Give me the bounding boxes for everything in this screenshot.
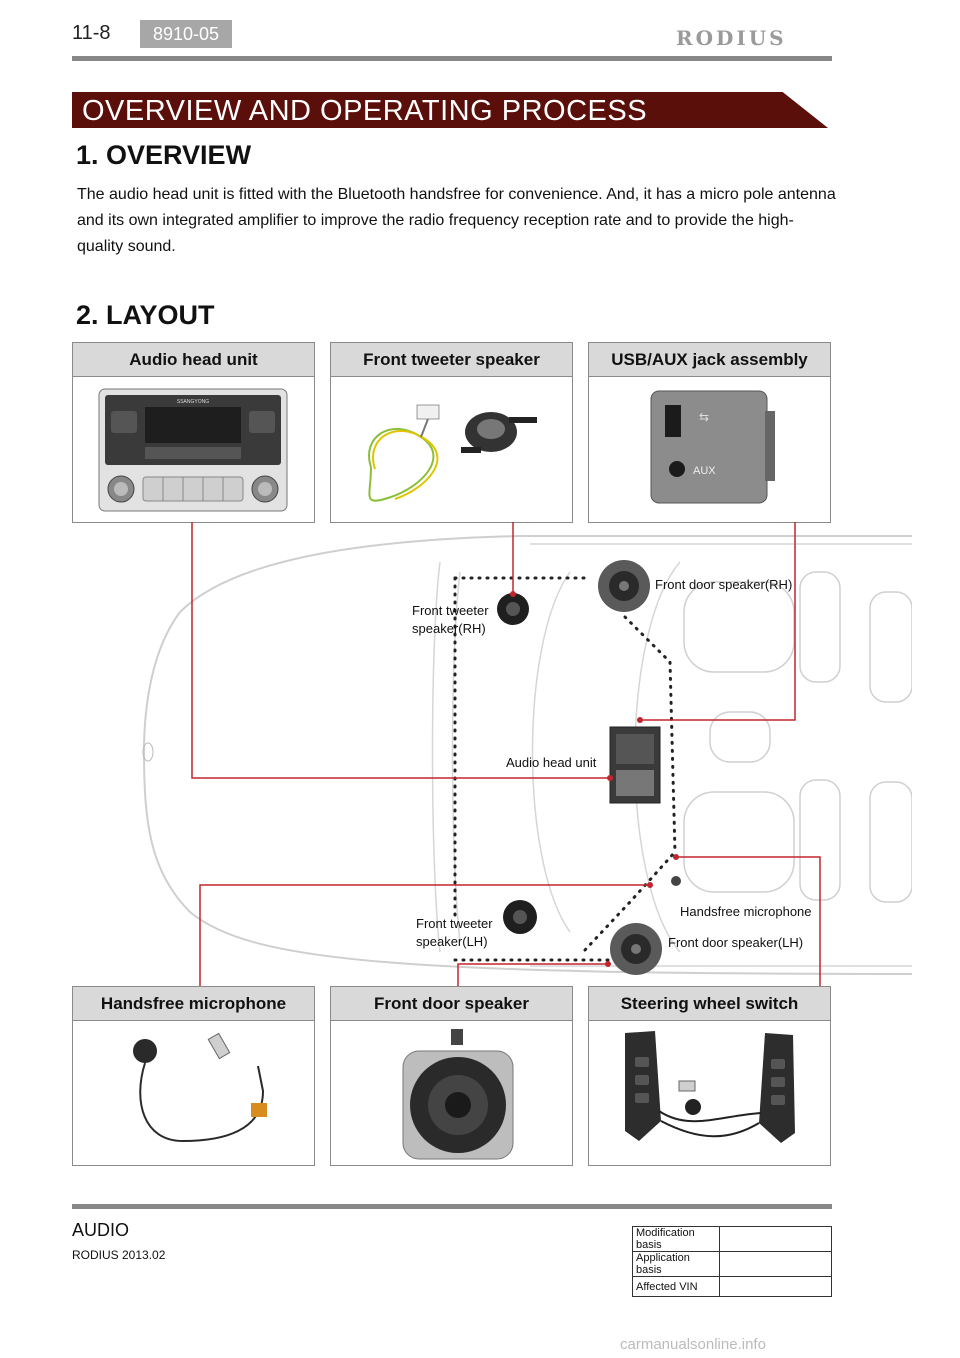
- card-title: Handsfree microphone: [73, 987, 314, 1021]
- card-title: Steering wheel switch: [589, 987, 830, 1021]
- card-title: Front door speaker: [331, 987, 572, 1021]
- overview-paragraph: The audio head unit is fitted with the B…: [77, 186, 836, 255]
- table-cell-label: Affected VIN: [632, 1276, 720, 1297]
- callout-front-tweeter-rh-line2: speaker(RH): [412, 621, 486, 636]
- card-title: Audio head unit: [73, 343, 314, 377]
- front-tweeter-image: [331, 377, 572, 522]
- table-cell-value: [719, 1276, 832, 1297]
- usb-aux-label-text: AUX: [693, 465, 716, 477]
- tweeter-lh-graphic: [503, 900, 537, 934]
- front-door-speaker-image: [331, 1021, 572, 1165]
- brand-logo: RODIUS: [676, 26, 787, 50]
- audio-head-unit-image: SSANGYONG: [73, 377, 314, 522]
- card-front-tweeter-speaker: Front tweeter speaker: [330, 342, 573, 523]
- table-cell-label: Application basis: [632, 1251, 720, 1277]
- table-row: Modification basis: [632, 1226, 832, 1252]
- card-audio-head-unit: Audio head unit SSANGYONG: [72, 342, 315, 523]
- vehicle-layout-diagram: [142, 522, 912, 987]
- card-title: USB/AUX jack assembly: [589, 343, 830, 377]
- card-front-door-speaker: Front door speaker: [330, 986, 573, 1166]
- callout-handsfree-microphone: Handsfree microphone: [680, 904, 812, 919]
- section-banner: OVERVIEW AND OPERATING PROCESS: [72, 92, 828, 128]
- overview-heading: 1. OVERVIEW: [76, 140, 252, 170]
- section-code-badge: 8910-05: [140, 20, 232, 48]
- page-number: 11-8: [72, 22, 111, 44]
- callout-front-tweeter-lh-line1: Front tweeter: [416, 916, 493, 931]
- steering-wheel-switch-image: [589, 1021, 830, 1165]
- footer-document-version: RODIUS 2013.02: [72, 1248, 166, 1262]
- radio-brand-text: SSANGYONG: [177, 399, 209, 405]
- bottom-divider: [72, 1204, 832, 1209]
- handsfree-microphone-image: [73, 1021, 314, 1165]
- top-divider: [72, 56, 832, 61]
- svg-text:⇆: ⇆: [699, 410, 709, 424]
- callout-audio-head-unit: Audio head unit: [506, 755, 597, 770]
- door-speaker-lh-graphic: [610, 923, 662, 975]
- callout-front-tweeter-rh-line1: Front tweeter: [412, 603, 489, 618]
- table-cell-value: [719, 1251, 832, 1277]
- callout-front-door-speaker-lh: Front door speaker(LH): [668, 935, 804, 950]
- audio-unit-graphic: [609, 726, 661, 804]
- callout-front-tweeter-lh-line2: speaker(LH): [416, 934, 488, 949]
- table-row: Application basis: [632, 1251, 832, 1277]
- footer-section-name: AUDIO: [72, 1220, 130, 1240]
- watermark-text: carmanualsonline.info: [620, 1336, 766, 1353]
- card-steering-wheel-switch: Steering wheel switch: [588, 986, 831, 1166]
- section-banner-title: OVERVIEW AND OPERATING PROCESS: [82, 95, 648, 127]
- card-usb-aux-jack: USB/AUX jack assembly ⇆ AUX: [588, 342, 831, 523]
- modification-table: Modification basis Application basis Aff…: [632, 1226, 832, 1297]
- door-speaker-rh-graphic: [598, 560, 650, 612]
- card-handsfree-microphone: Handsfree microphone: [72, 986, 315, 1166]
- table-cell-value: [719, 1226, 832, 1252]
- tweeter-rh-graphic: [497, 593, 529, 625]
- layout-heading: 2. LAYOUT: [76, 300, 215, 330]
- table-row: Affected VIN: [632, 1276, 832, 1297]
- usb-aux-image: ⇆ AUX: [589, 377, 830, 522]
- card-title: Front tweeter speaker: [331, 343, 572, 377]
- table-cell-label: Modification basis: [632, 1226, 720, 1252]
- callout-front-door-speaker-rh: Front door speaker(RH): [655, 577, 793, 592]
